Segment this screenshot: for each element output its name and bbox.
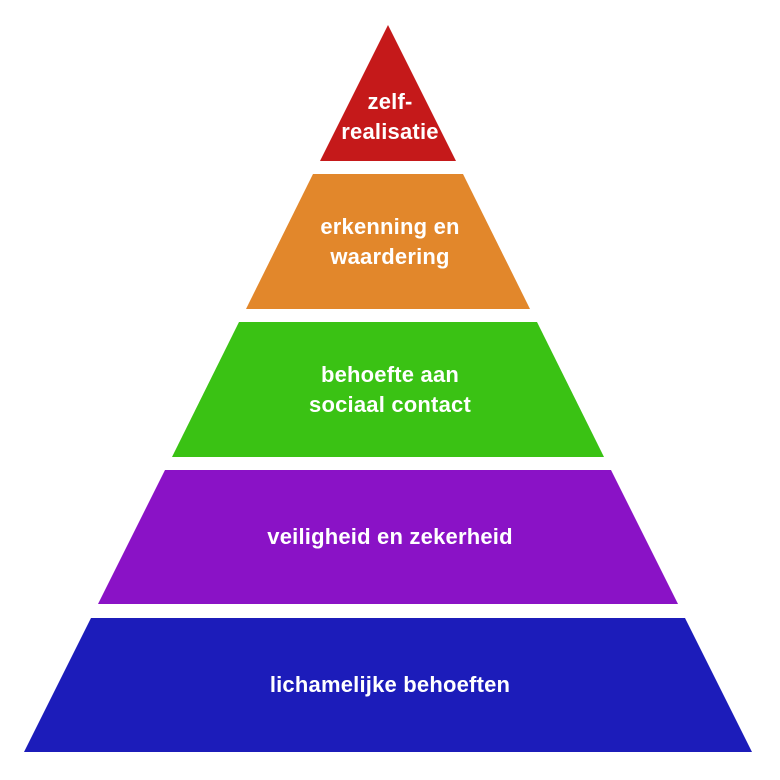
pyramid-level-erkenning-waardering: erkenning en waardering xyxy=(246,174,530,309)
level-label-line: sociaal contact xyxy=(309,391,471,417)
level-label-line: realisatie xyxy=(341,119,439,144)
pyramid-level-zelf-realisatie: zelf- realisatie xyxy=(320,25,456,161)
level-label-line: erkenning en xyxy=(320,213,460,239)
level-label-line: zelf- xyxy=(367,89,413,114)
pyramid-level-sociaal-contact: behoefte aan sociaal contact xyxy=(172,322,604,457)
level-label-line: waardering xyxy=(330,243,450,269)
pyramid-level-veiligheid-zekerheid: veiligheid en zekerheid xyxy=(98,470,678,604)
level-label-line: lichamelijke behoeften xyxy=(269,672,511,697)
level-label-line: veiligheid en zekerheid xyxy=(267,524,513,549)
pyramid-level-lichamelijke-behoeften: lichamelijke behoeften xyxy=(24,618,752,752)
level-label-line: behoefte aan xyxy=(320,361,460,387)
